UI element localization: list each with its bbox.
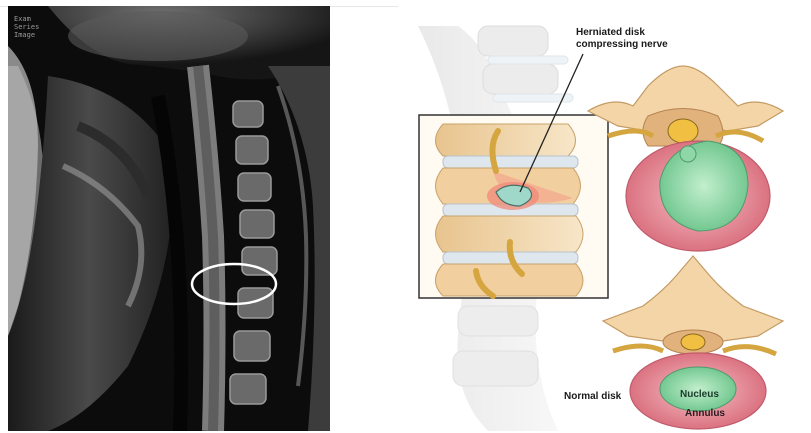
mri-scan-panel: Exam Series Image xyxy=(8,6,330,431)
mri-overlay-text: Exam Series Image xyxy=(14,15,39,39)
normal-disk-cross-section xyxy=(603,256,783,429)
nucleus-label: Nucleus xyxy=(680,389,719,401)
herniated-disk-label: Herniated disk compressing nerve xyxy=(576,27,686,51)
disk-illustration-panel: Herniated disk compressing nerve Normal … xyxy=(398,6,811,431)
herniated-disk-cross-section xyxy=(588,66,783,251)
normal-disk-label: Normal disk xyxy=(564,391,621,403)
spine-illustration xyxy=(398,6,811,431)
mri-image xyxy=(8,6,330,431)
annulus-label: Annulus xyxy=(685,408,725,420)
